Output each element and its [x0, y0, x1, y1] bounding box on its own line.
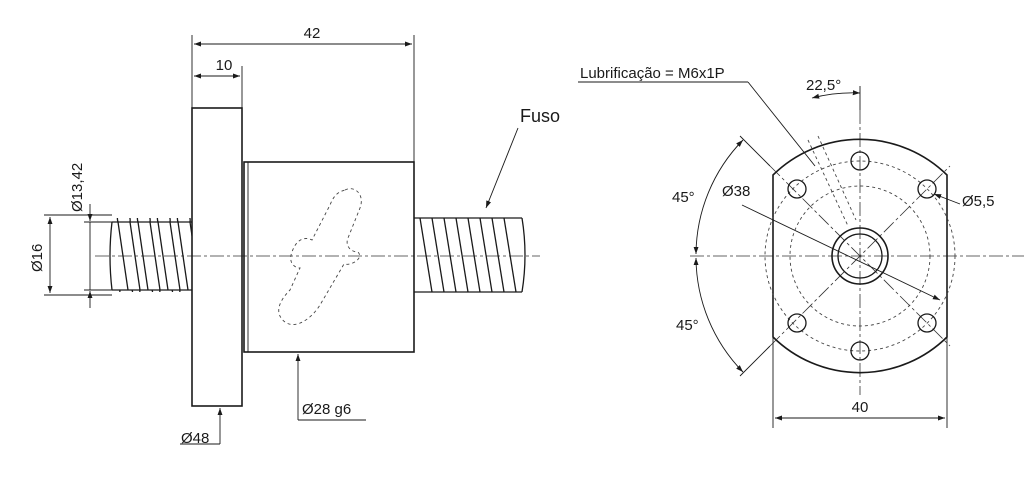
dim-hole-diameter: Ø5,5 [962, 193, 995, 210]
dim-flange-diameter: Ø48 [181, 430, 209, 447]
dim-angle-lub: 22,5° [806, 77, 841, 94]
left-screw [109, 218, 192, 292]
screw-label: Fuso [520, 106, 560, 126]
bolt-hole [787, 179, 807, 199]
nut-body [243, 161, 415, 353]
central-bore-inner [837, 233, 883, 279]
bolt-hole [917, 313, 937, 333]
bolt-circle [764, 160, 956, 352]
dim-width: 40 [852, 399, 869, 416]
side-view: 42 10 Ø48 Ø28 g6 Ø13,42 Ø16 Fuso [29, 25, 560, 447]
right-screw [414, 217, 526, 293]
dim-bolt-circle: Ø38 [722, 183, 750, 200]
central-bore-outer [831, 227, 889, 285]
bolt-holes [787, 151, 937, 361]
front-view: Lubrificação = M6x1P 22,5° 45° 45° Ø38 Ø… [578, 65, 1024, 428]
dim-angle-lower: 45° [676, 317, 699, 334]
bolt-hole [850, 151, 870, 171]
lubrication-label: Lubrificação = M6x1P [580, 65, 725, 82]
dim-overall-length: 42 [304, 25, 321, 42]
dim-root-diameter: Ø13,42 [69, 163, 86, 212]
dim-angle-upper: 45° [672, 189, 695, 206]
bolt-hole [787, 313, 807, 333]
dim-flange-thickness: 10 [216, 57, 233, 74]
hidden-channel [278, 188, 362, 325]
flange [191, 107, 243, 407]
dim-screw-diameter: Ø16 [29, 244, 46, 272]
dim-body-diameter: Ø28 g6 [302, 401, 351, 418]
bolt-hole [850, 341, 870, 361]
bolt-hole [917, 179, 937, 199]
